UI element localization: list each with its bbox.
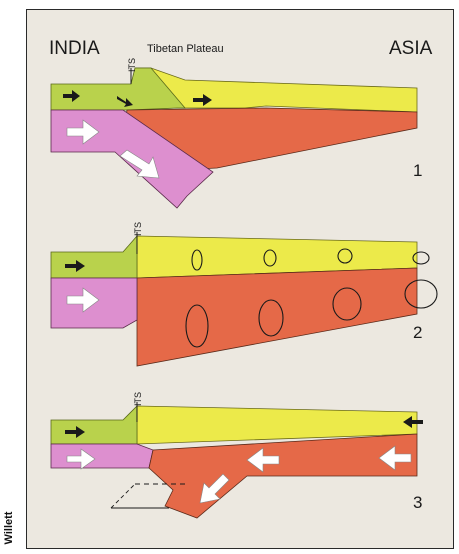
panel-1-number: 1 (413, 161, 422, 180)
panel-3-green-layer (51, 406, 137, 444)
credit-label: Willett (2, 506, 16, 552)
tibetan-plateau-label: Tibetan Plateau (147, 43, 224, 55)
panel-1: ITS 1 (51, 58, 422, 208)
figure-frame: INDIA ASIA Tibetan Plateau ITS 1 ITS (26, 9, 454, 549)
panel-3-dashed-line (111, 484, 135, 508)
panel-3-number: 3 (413, 493, 422, 512)
panel-1-its-label: ITS (127, 58, 137, 72)
panel-3-red-layer (149, 434, 417, 518)
asia-label: ASIA (389, 38, 433, 59)
panel-3: ITS 3 (51, 392, 423, 518)
panel-2-number: 2 (413, 323, 422, 342)
panel-3-its-label: ITS (133, 392, 143, 406)
india-label: INDIA (49, 38, 100, 59)
panel-2: ITS 2 (51, 222, 437, 366)
panel-3-pink-layer (51, 444, 153, 468)
panel-2-its-label: ITS (133, 222, 143, 236)
panel-2-red-layer (137, 268, 417, 366)
tectonic-diagram: INDIA ASIA Tibetan Plateau ITS 1 ITS (27, 10, 455, 550)
panel-2-green-layer (51, 236, 137, 278)
credit-text: Willett (3, 504, 15, 552)
